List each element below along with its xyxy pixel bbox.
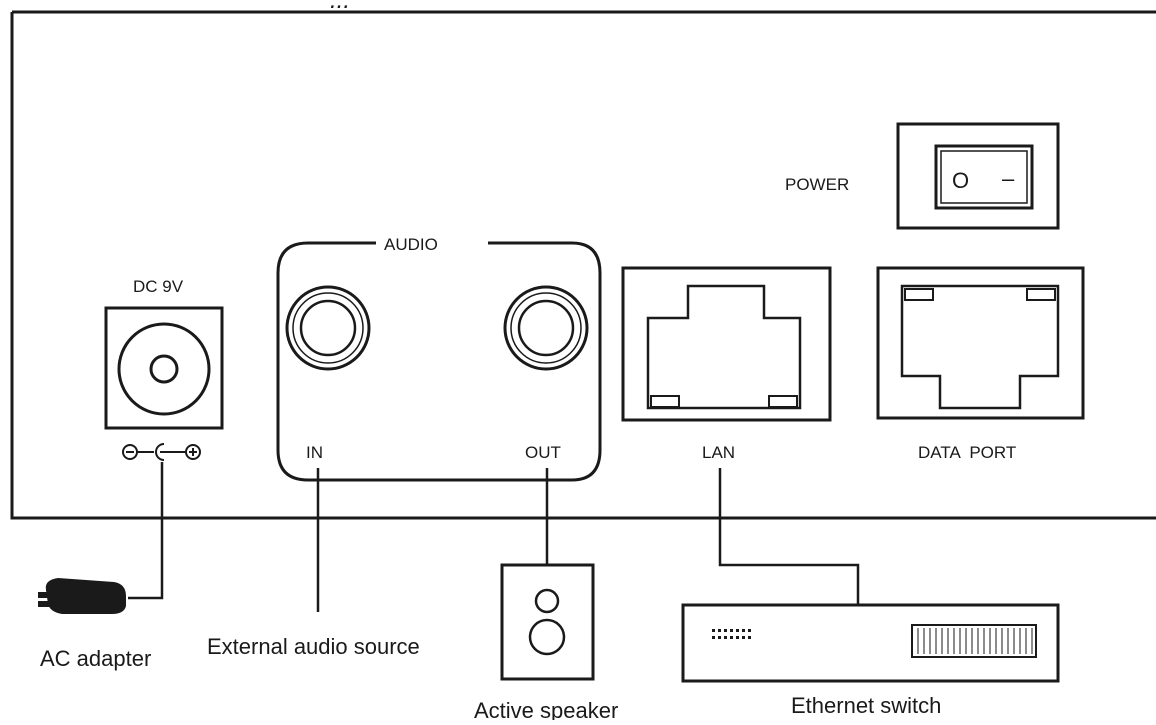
- audio-label: AUDIO: [384, 235, 438, 254]
- dc-jack-outer-ring: [117, 322, 211, 416]
- audio-block-outline: [276, 241, 602, 482]
- data-port-socket: [900, 284, 1060, 410]
- switch-off-symbol: –: [1002, 166, 1015, 191]
- ac-adapter-cable: [128, 462, 164, 600]
- switch-port-bank: [911, 624, 1037, 658]
- dc-label: DC 9V: [133, 277, 184, 296]
- ac-adapter-plug-icon: [38, 578, 126, 614]
- power-switch[interactable]: POWER O –: [785, 122, 1060, 230]
- audio-block: AUDIO IN OUT: [276, 235, 602, 482]
- data-port-housing: [876, 266, 1085, 420]
- audio-source-label: External audio source: [207, 634, 420, 659]
- active-speaker-icon: [500, 563, 595, 681]
- power-switch-rocker: [934, 144, 1034, 210]
- data-port[interactable]: DATA PORT: [876, 266, 1085, 462]
- dc-jack-housing: [104, 306, 224, 430]
- lan-port[interactable]: LAN: [621, 266, 832, 462]
- audio-in-jack[interactable]: [285, 285, 371, 371]
- audio-out-label: OUT: [525, 443, 561, 462]
- data-port-label: DATA PORT: [918, 443, 1016, 462]
- switch-led-dots: [712, 629, 751, 639]
- polarity-icon: [122, 443, 201, 461]
- rear-panel-outline: [10, 10, 1156, 520]
- switch-on-symbol: O: [952, 168, 969, 193]
- power-switch-housing: [896, 122, 1060, 230]
- lan-cable: [718, 468, 860, 605]
- lan-port-housing: [621, 266, 832, 422]
- dc-power-jack[interactable]: DC 9V: [104, 277, 224, 430]
- lan-label: LAN: [702, 443, 735, 462]
- ethernet-switch-label: Ethernet switch: [791, 693, 941, 718]
- lan-port-socket: [646, 284, 802, 410]
- speaker-label: Active speaker: [474, 698, 618, 720]
- ethernet-switch-icon: [681, 603, 1060, 683]
- audio-out-jack[interactable]: [503, 285, 589, 371]
- ac-adapter-label: AC adapter: [40, 646, 151, 671]
- power-label: POWER: [785, 175, 849, 194]
- dc-jack-pin: [149, 354, 179, 384]
- audio-in-label: IN: [306, 443, 323, 462]
